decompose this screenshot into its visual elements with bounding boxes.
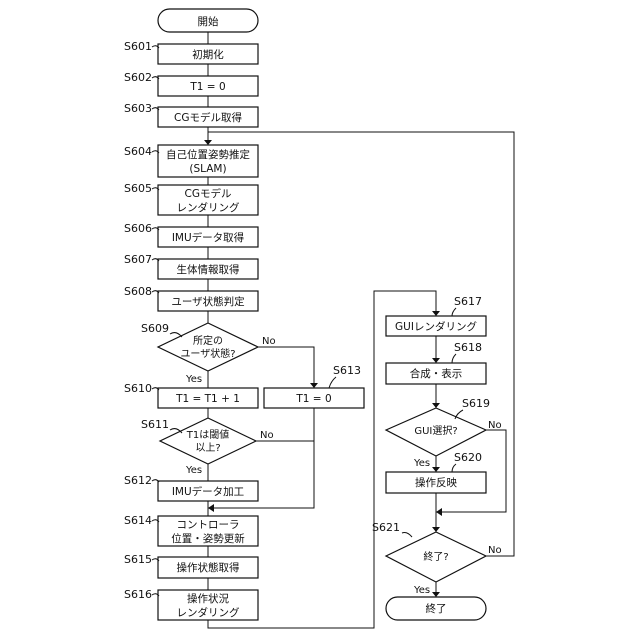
- s610-text: T1 = T1 + 1: [175, 393, 240, 405]
- step-label-s610: S610: [124, 382, 152, 395]
- process-s615: 操作状態取得: [158, 557, 258, 578]
- s616-text-1: 操作状況: [187, 592, 229, 605]
- s611-text-1: T1は閾値: [186, 428, 229, 441]
- process-s618: 合成・表示: [386, 363, 486, 384]
- step-label-s606: S606: [124, 222, 152, 235]
- decision-s611: T1は閾値 以上?: [160, 418, 256, 464]
- end-node: 終了: [386, 597, 486, 620]
- decision-s619: GUI選択?: [386, 408, 486, 456]
- s611-text-2: 以上?: [195, 442, 220, 454]
- s612-text: IMUデータ加工: [172, 485, 244, 498]
- step-label-s604: S604: [124, 145, 152, 158]
- s613-text: T1 = 0: [295, 393, 331, 405]
- start-node: 開始: [158, 9, 258, 32]
- step-label-s613: S613: [333, 364, 361, 377]
- s602-text: T1 = 0: [189, 81, 225, 93]
- process-s603: CGモデル取得: [158, 107, 258, 127]
- s621-text: 終了?: [423, 550, 448, 563]
- s614-text-2: 位置・姿勢更新: [171, 532, 245, 545]
- s607-text: 生体情報取得: [177, 263, 240, 276]
- s611-no-label: No: [260, 430, 274, 441]
- process-s614: コントローラ 位置・姿勢更新: [158, 516, 258, 546]
- s617-text: GUIレンダリング: [395, 320, 477, 333]
- process-s616: 操作状況 レンダリング: [158, 590, 258, 620]
- step-label-s615: S615: [124, 553, 152, 566]
- step-label-s616: S616: [124, 588, 152, 601]
- step-label-s614: S614: [124, 514, 152, 527]
- s605-text-1: CGモデル: [185, 187, 232, 200]
- s621-no-label: No: [488, 545, 502, 556]
- process-s620: 操作反映: [386, 472, 486, 493]
- s609-yes-label: Yes: [185, 374, 202, 385]
- process-s602: T1 = 0: [158, 76, 258, 96]
- step-label-s620: S620: [454, 451, 482, 464]
- process-s612: IMUデータ加工: [158, 481, 258, 501]
- step-label-s612: S612: [124, 474, 152, 487]
- s601-text: 初期化: [192, 48, 224, 61]
- s604-text-2: (SLAM): [189, 163, 226, 175]
- step-label-s607: S607: [124, 253, 152, 266]
- process-s608: ユーザ状態判定: [158, 291, 258, 311]
- process-s601: 初期化: [158, 44, 258, 64]
- s608-text: ユーザ状態判定: [171, 295, 245, 308]
- s620-text: 操作反映: [415, 476, 457, 489]
- step-label-s618: S618: [454, 341, 482, 354]
- step-label-s605: S605: [124, 182, 152, 195]
- step-label-s609: S609: [141, 322, 169, 335]
- s619-yes-label: Yes: [413, 458, 430, 469]
- step-label-s603: S603: [124, 102, 152, 115]
- s618-text: 合成・表示: [410, 367, 463, 380]
- process-s605: CGモデル レンダリング: [158, 185, 258, 215]
- s606-text: IMUデータ取得: [172, 231, 244, 244]
- s609-text-2: ユーザ状態?: [180, 347, 235, 360]
- s615-text: 操作状態取得: [177, 561, 240, 574]
- end-label: 終了: [426, 602, 447, 615]
- step-label-s619: S619: [462, 397, 490, 410]
- step-label-s611: S611: [141, 418, 169, 431]
- s604-text-1: 自己位置姿勢推定: [166, 148, 250, 161]
- process-s610: T1 = T1 + 1: [158, 388, 258, 408]
- step-label-s608: S608: [124, 285, 152, 298]
- process-s617: GUIレンダリング: [386, 316, 486, 336]
- s609-no-label: No: [262, 336, 276, 347]
- process-s607: 生体情報取得: [158, 259, 258, 279]
- step-label-s621: S621: [372, 521, 400, 534]
- s603-text: CGモデル取得: [174, 111, 242, 124]
- decision-s621: 終了?: [386, 532, 486, 582]
- s621-yes-label: Yes: [413, 585, 430, 596]
- step-label-s601: S601: [124, 40, 152, 53]
- s619-no-label: No: [488, 420, 502, 431]
- s616-text-2: レンダリング: [177, 606, 240, 619]
- s611-yes-label: Yes: [185, 465, 202, 476]
- s614-text-1: コントローラ: [177, 519, 240, 531]
- process-s606: IMUデータ取得: [158, 227, 258, 247]
- step-label-s617: S617: [454, 295, 482, 308]
- step-label-s602: S602: [124, 71, 152, 84]
- s609-text-1: 所定の: [193, 334, 223, 347]
- process-s604: 自己位置姿勢推定 (SLAM): [158, 145, 258, 177]
- s605-text-2: レンダリング: [177, 201, 240, 214]
- s619-text: GUI選択?: [414, 424, 457, 437]
- process-s613: T1 = 0: [264, 388, 364, 408]
- decision-s609: 所定の ユーザ状態?: [158, 323, 258, 371]
- start-label: 開始: [198, 15, 219, 28]
